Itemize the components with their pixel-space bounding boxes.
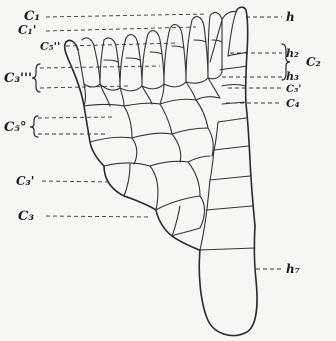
label-c1-prime: C₁' xyxy=(18,23,36,37)
label-c4: C₄ xyxy=(286,97,300,110)
cell-c5-circ xyxy=(90,137,137,164)
right-column xyxy=(236,7,255,226)
leader-c3-prime xyxy=(42,181,112,182)
brace-c3-triple xyxy=(32,64,40,92)
label-c3: C₃ xyxy=(18,209,34,224)
cell-c3 xyxy=(156,196,205,236)
label-h3: h₃ xyxy=(286,70,299,83)
stalk-cell-h7 xyxy=(199,226,257,336)
label-c1: C₁ xyxy=(24,9,40,24)
leader-c5-circ-top xyxy=(38,117,112,118)
label-c5-prime: C₅' xyxy=(286,84,301,95)
label-h: h xyxy=(286,10,295,24)
finger-4 xyxy=(142,31,164,89)
label-c2: C₂ xyxy=(306,55,321,69)
leader-c1-prime xyxy=(46,27,196,31)
label-c5-double: C₅'' xyxy=(40,40,60,53)
finger-3 xyxy=(120,35,142,91)
label-h7: h₇ xyxy=(286,262,300,276)
label-c3-prime: C₃' xyxy=(16,174,34,188)
finger-6 xyxy=(186,17,208,84)
label-h2: h₂ xyxy=(286,47,299,60)
brace-c5-circ xyxy=(30,116,38,137)
finger-2 xyxy=(100,38,120,90)
leader-c1 xyxy=(46,14,206,17)
leader-c3 xyxy=(46,216,150,217)
label-c5-circ: C₅° xyxy=(4,120,27,135)
cell-body xyxy=(65,7,257,335)
label-c3-triple: C₃''' xyxy=(4,71,32,86)
finger-5 xyxy=(164,25,186,87)
